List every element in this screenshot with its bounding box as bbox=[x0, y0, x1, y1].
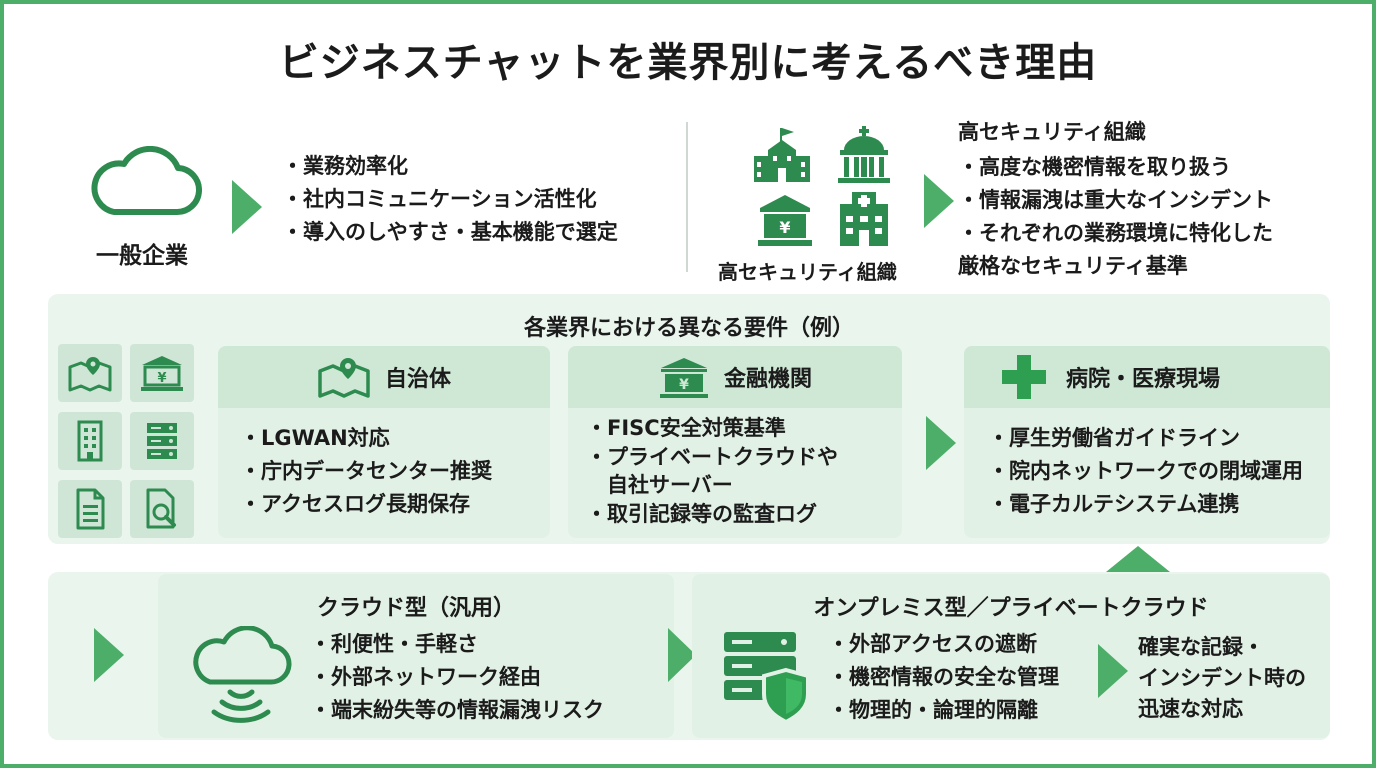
cloud-icon bbox=[91, 145, 202, 216]
grid-tile bbox=[58, 480, 122, 538]
card-bullet: ・取引記録等の監査ログ bbox=[586, 502, 817, 526]
search-document-icon bbox=[146, 488, 176, 529]
card-bullet: 自社サーバー bbox=[607, 473, 733, 497]
school-icon bbox=[754, 128, 810, 182]
card-header: 病院・医療現場 bbox=[964, 346, 1330, 408]
medical-cross-icon bbox=[1002, 355, 1046, 399]
map-icon bbox=[68, 357, 112, 392]
onprem-card: オンプレミス型／プライベートクラウド ・外部アクセスの遮断 ・機密情報の安全な管… bbox=[692, 574, 1330, 738]
onprem-bullet: ・外部アクセスの遮断 bbox=[828, 632, 1037, 656]
grid-tile bbox=[58, 344, 122, 402]
general-cloud-icon-wrap bbox=[86, 145, 202, 222]
requirement-card: 自治体 ・LGWAN対応 ・庁内データセンター推奨 ・アクセスログ長期保存 bbox=[218, 346, 550, 538]
requirement-card: ¥ 金融機関 ・FISC安全対策基準 ・プライベートクラウドや 自社サーバー ・… bbox=[568, 346, 902, 538]
grid-tile bbox=[58, 412, 122, 470]
requirement-card: 病院・医療現場 ・厚生労働省ガイドライン ・院内ネットワークでの閉域運用 ・電子… bbox=[964, 346, 1330, 538]
bank-icon: ¥ bbox=[141, 356, 183, 391]
bank-icon: ¥ bbox=[758, 195, 812, 246]
card-title: 病院・医療現場 bbox=[1066, 367, 1221, 392]
general-bullet: ・導入のしやすさ・基本機能で選定 bbox=[282, 220, 618, 244]
card-bullet: ・FISC安全対策基準 bbox=[586, 416, 786, 440]
result-line: 迅速な対応 bbox=[1138, 697, 1243, 721]
general-arrow-icon bbox=[232, 180, 262, 234]
onprem-bullet: ・物理的・論理的隔離 bbox=[828, 698, 1038, 722]
card-bullet: ・院内ネットワークでの閉域運用 bbox=[988, 459, 1303, 483]
card-header: ¥ 金融機関 bbox=[568, 346, 902, 408]
card-body: ・FISC安全対策基準 ・プライベートクラウドや 自社サーバー ・取引記録等の監… bbox=[568, 408, 902, 530]
map-icon bbox=[318, 358, 370, 398]
grid-tile bbox=[130, 412, 194, 470]
card-bullet: ・LGWAN対応 bbox=[240, 426, 390, 450]
svg-text:¥: ¥ bbox=[679, 377, 689, 393]
bottom-left-arrow-icon bbox=[94, 628, 124, 682]
onprem-title: オンプレミス型／プライベートクラウド bbox=[813, 596, 1209, 621]
onprem-result-arrow-icon bbox=[1098, 644, 1128, 698]
secure-arrow-icon bbox=[924, 174, 954, 228]
cloud-title: クラウド型（汎用） bbox=[316, 596, 515, 621]
grid-tile: ¥ bbox=[130, 344, 194, 402]
secure-bullet: ・情報漏洩は重大なインシデント bbox=[958, 188, 1273, 212]
card-title: 自治体 bbox=[384, 367, 451, 392]
onprem-bullets: ・外部アクセスの遮断 ・機密情報の安全な管理 ・物理的・論理的隔離 bbox=[828, 628, 1059, 727]
onprem-result: 確実な記録・ インシデント時の 迅速な対応 bbox=[1138, 632, 1306, 725]
onprem-bullet: ・機密情報の安全な管理 bbox=[828, 665, 1059, 689]
svg-text:¥: ¥ bbox=[779, 218, 790, 237]
general-bullet: ・社内コミュニケーション活性化 bbox=[282, 187, 597, 211]
secure-label: 高セキュリティ組織 bbox=[718, 260, 897, 284]
general-bullet: ・業務効率化 bbox=[282, 154, 408, 178]
server-icon bbox=[147, 423, 177, 459]
card-bullet: ・厚生労働省ガイドライン bbox=[988, 426, 1240, 450]
secure-bullet: 厳格なセキュリティ基準 bbox=[958, 254, 1188, 278]
secure-heading: 高セキュリティ組織 bbox=[958, 120, 1146, 144]
general-bullets: ・業務効率化 ・社内コミュニケーション活性化 ・導入のしやすさ・基本機能で選定 bbox=[282, 150, 618, 249]
grid-tile bbox=[130, 480, 194, 538]
svg-text:¥: ¥ bbox=[157, 371, 166, 386]
result-line: インシデント時の bbox=[1138, 666, 1306, 690]
secure-bullet: ・高度な機密情報を取り扱う bbox=[958, 155, 1231, 179]
secure-icons: ¥ bbox=[752, 126, 922, 250]
card-header: 自治体 bbox=[218, 346, 550, 408]
wireless-cloud-icon bbox=[193, 626, 292, 723]
requirements-title: 各業界における異なる要件（例） bbox=[523, 316, 854, 341]
requirements-arrow-icon bbox=[926, 416, 956, 470]
bank-icon: ¥ bbox=[659, 358, 708, 398]
cloud-bullet: ・利便性・手軽さ bbox=[310, 632, 478, 656]
cloud-to-onprem-arrow-icon bbox=[668, 628, 696, 682]
up-arrow-icon bbox=[1106, 546, 1170, 572]
server-shield-icon bbox=[724, 632, 810, 725]
cloud-bullets: ・利便性・手軽さ ・外部ネットワーク経由 ・端末紛失等の情報漏洩リスク bbox=[310, 628, 604, 727]
cloud-bullet: ・外部ネットワーク経由 bbox=[310, 665, 541, 689]
result-line: 確実な記録・ bbox=[1138, 635, 1264, 659]
industry-icon-grid: ¥ bbox=[58, 344, 198, 538]
government-icon bbox=[838, 126, 890, 183]
card-title: 金融機関 bbox=[723, 367, 812, 392]
page-title: ビジネスチャットを業界別に考えるべき理由 bbox=[278, 40, 1098, 86]
secure-text: 高セキュリティ組織 ・高度な機密情報を取り扱う ・情報漏洩は重大なインシデント … bbox=[958, 116, 1273, 283]
card-bullet: ・電子カルテシステム連携 bbox=[988, 492, 1240, 516]
section-divider bbox=[686, 122, 688, 272]
card-bullet: ・アクセスログ長期保存 bbox=[240, 492, 470, 516]
card-bullet: ・プライベートクラウドや bbox=[586, 445, 838, 469]
document-icon bbox=[76, 488, 105, 530]
card-body: ・厚生労働省ガイドライン ・院内ネットワークでの閉域運用 ・電子カルテシステム連… bbox=[964, 408, 1330, 521]
general-label: 一般企業 bbox=[96, 243, 188, 269]
cloud-bullet: ・端末紛失等の情報漏洩リスク bbox=[310, 698, 604, 722]
hospital-icon bbox=[840, 192, 888, 246]
card-bullet: ・庁内データセンター推奨 bbox=[240, 459, 492, 483]
card-body: ・LGWAN対応 ・庁内データセンター推奨 ・アクセスログ長期保存 bbox=[218, 408, 550, 521]
cloud-card: クラウド型（汎用） ・利便性・手軽さ ・外部ネットワーク経由 ・端末紛失等の情報… bbox=[158, 574, 674, 738]
secure-bullet: ・それぞれの業務環境に特化した bbox=[958, 221, 1273, 245]
building-icon bbox=[77, 420, 103, 462]
